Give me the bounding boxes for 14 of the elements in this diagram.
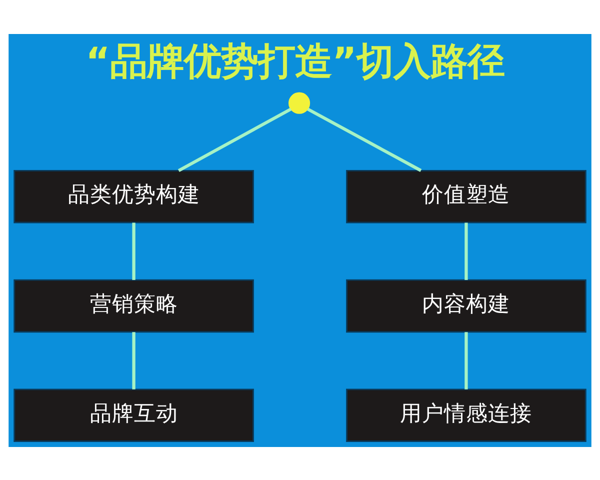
connector	[178, 107, 292, 172]
connector	[132, 332, 136, 389]
node-box: 用户情感连接	[346, 388, 586, 442]
connector	[307, 107, 422, 172]
diagram-title: “品牌优势打造”切入路径	[86, 38, 505, 83]
connector	[132, 222, 136, 280]
node-box: 品牌互动	[14, 388, 254, 442]
node-box: 内容构建	[346, 278, 586, 332]
node-box: 价值塑造	[346, 169, 586, 223]
node-box: 品类优势构建	[14, 169, 254, 223]
node-box: 营销策略	[14, 278, 254, 332]
connector	[464, 332, 468, 389]
connector	[464, 222, 468, 280]
node-circle	[288, 92, 310, 114]
